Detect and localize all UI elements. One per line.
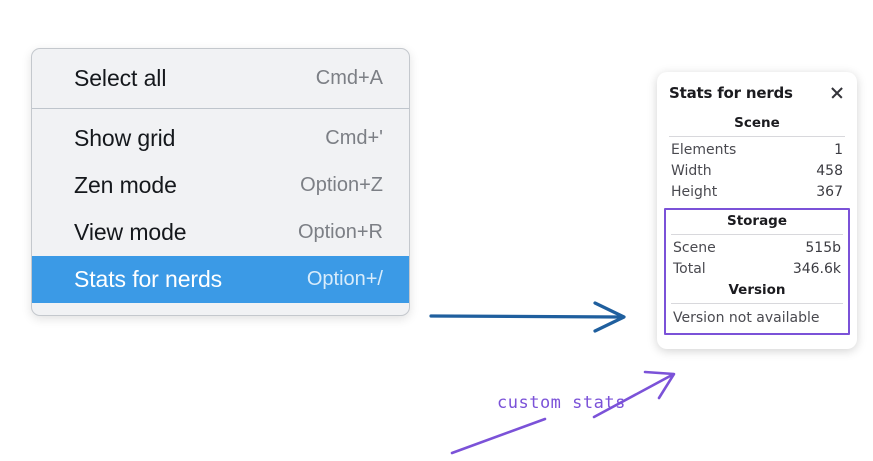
section-heading-version: Version (728, 282, 786, 298)
stats-for-nerds-panel: Stats for nerds Scene Elements 1 Width 4… (657, 72, 857, 349)
stat-value: 515b (805, 239, 841, 256)
purple-underline-stroke (450, 417, 547, 455)
stat-row-width: Width 458 (669, 160, 845, 181)
stat-row-height: Height 367 (669, 181, 845, 202)
stat-value: 367 (816, 183, 843, 200)
stat-value: 458 (816, 162, 843, 179)
stat-key: Elements (671, 141, 737, 158)
stat-row-storage-scene: Scene 515b (671, 237, 843, 258)
section-heading-storage: Storage (726, 213, 788, 229)
menu-item-show-grid[interactable]: Show grid Cmd+' (32, 115, 409, 162)
stats-panel-title: Stats for nerds (669, 84, 793, 102)
section-heading-scene: Scene (734, 115, 780, 131)
menu-item-label: Zen mode (74, 172, 177, 198)
stats-section-version: Version Version not available (671, 279, 843, 328)
menu-item-label: Select all (74, 65, 167, 91)
section-rule (669, 136, 845, 137)
custom-stats-highlight-box: Storage Scene 515b Total 346.6k Version … (664, 208, 850, 335)
annotation-label-custom-stats: custom stats (497, 393, 626, 413)
stat-row-storage-total: Total 346.6k (671, 258, 843, 279)
menu-item-label: View mode (74, 219, 187, 245)
menu-group-2: Show grid Cmd+' Zen mode Option+Z View m… (32, 115, 409, 303)
menu-item-shortcut: Cmd+A (315, 67, 383, 89)
section-rule (671, 234, 843, 235)
stat-key: Total (673, 260, 706, 277)
stat-key: Height (671, 183, 718, 200)
menu-item-select-all[interactable]: Select all Cmd+A (32, 55, 409, 102)
menu-item-shortcut: Option+Z (300, 174, 383, 196)
context-menu: Select all Cmd+A Show grid Cmd+' Zen mod… (31, 48, 410, 316)
stats-section-storage: Storage Scene 515b Total 346.6k (671, 210, 843, 279)
menu-item-view-mode[interactable]: View mode Option+R (32, 209, 409, 256)
menu-group-1: Select all Cmd+A (32, 55, 409, 102)
stats-section-scene: Scene Elements 1 Width 458 Height 367 (669, 112, 845, 202)
close-icon[interactable] (829, 85, 845, 101)
stat-value: 1 (834, 141, 843, 158)
menu-item-label: Stats for nerds (74, 266, 223, 292)
stat-row-elements: Elements 1 (669, 139, 845, 160)
stat-key: Width (671, 162, 712, 179)
version-text: Version not available (673, 310, 820, 326)
menu-item-shortcut: Cmd+' (325, 127, 383, 149)
stat-value: 346.6k (792, 260, 841, 277)
stats-panel-header: Stats for nerds (669, 82, 845, 112)
menu-divider (32, 108, 409, 109)
menu-item-shortcut: Option+/ (306, 268, 383, 290)
menu-item-zen-mode[interactable]: Zen mode Option+Z (32, 162, 409, 209)
menu-item-label: Show grid (74, 125, 176, 151)
section-rule (671, 303, 843, 304)
stat-key: Scene (673, 239, 716, 256)
menu-item-shortcut: Option+R (297, 221, 383, 243)
blue-arrow-icon (429, 301, 626, 333)
menu-item-stats-for-nerds[interactable]: Stats for nerds Option+/ (32, 256, 409, 303)
